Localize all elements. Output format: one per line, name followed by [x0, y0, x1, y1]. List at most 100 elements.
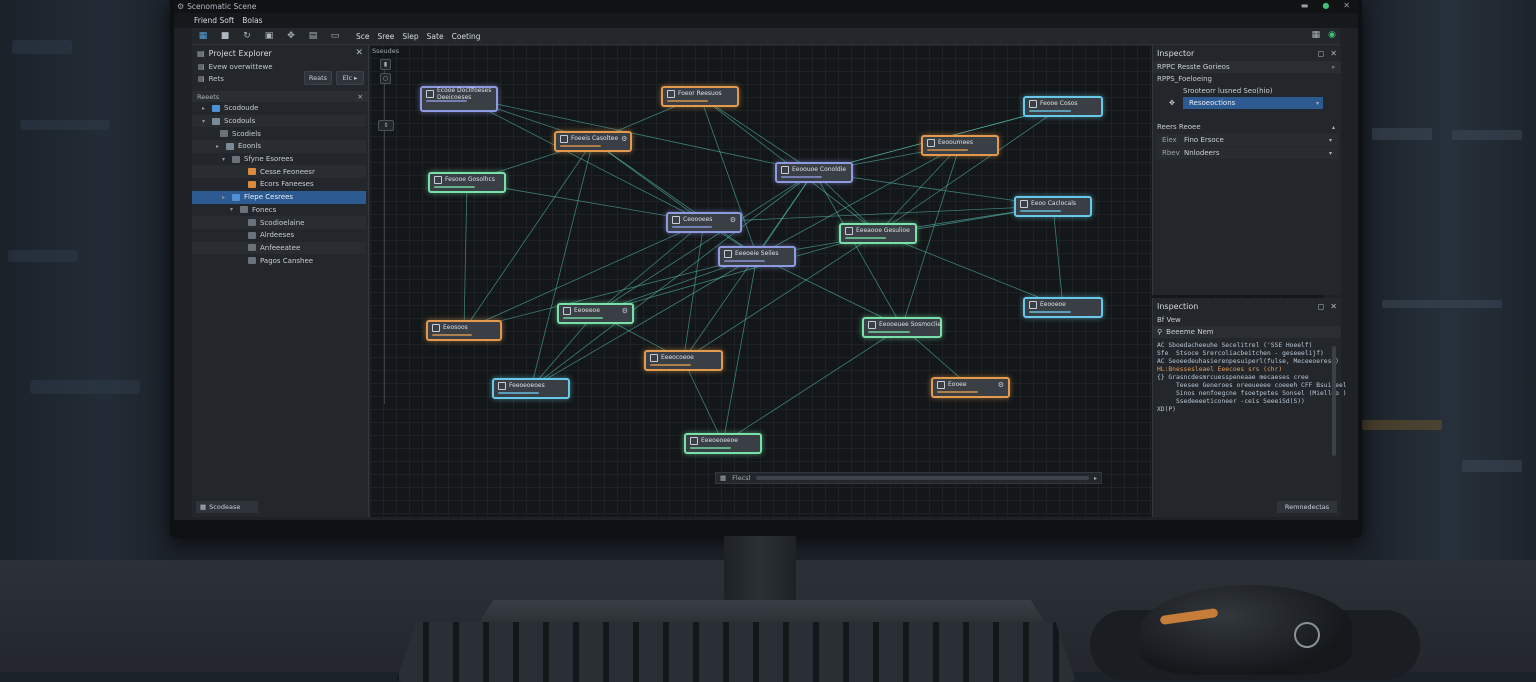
zoom-handle-icon[interactable]: ⇕ — [378, 120, 394, 131]
close-icon[interactable]: ✕ — [1330, 301, 1337, 311]
tree-item[interactable]: Scodiels — [192, 127, 368, 140]
refresh-icon[interactable]: ↻ — [243, 31, 251, 41]
elc-button[interactable]: Elc ▸ — [336, 71, 364, 85]
property-row[interactable]: Rbev Nnlodeers ▾ — [1156, 147, 1338, 159]
toolbar-item-sate[interactable]: Sate — [426, 31, 444, 41]
close-icon[interactable]: ✕ — [355, 48, 363, 58]
close-icon[interactable]: ✕ — [1343, 1, 1350, 10]
image-icon[interactable]: ▣ — [264, 31, 274, 41]
tree-item[interactable]: Alrdeeses — [192, 229, 368, 242]
inspection-row[interactable]: ⚲ Beeeme Nem — [1153, 326, 1341, 338]
graph-node[interactable]: Eooee⚙ — [931, 377, 1010, 398]
chevron-double-icon[interactable]: » — [1331, 63, 1335, 71]
canvas-vertical-rail[interactable] — [384, 59, 385, 404]
graph-node[interactable]: Eeooumees — [921, 135, 999, 156]
graph-node[interactable]: Ceoooees⚙ — [666, 212, 742, 233]
graph-node[interactable]: Fesooe Gosolhcs — [428, 172, 506, 193]
node-type-icon — [845, 226, 853, 235]
inspector-row[interactable]: RPPC Resste Gorieos » — [1153, 61, 1341, 73]
file-icon — [248, 180, 256, 188]
tree-item[interactable]: ▸Eoonls — [192, 140, 366, 153]
tree-item[interactable]: Cesse Feoneesr — [192, 165, 366, 179]
graph-node[interactable]: Ecooe Docllfoeses Deeicoeses — [420, 86, 498, 112]
toolbar-item-sce[interactable]: Sce — [356, 31, 370, 41]
zoom-handle-icon[interactable]: ▮ — [380, 59, 391, 70]
chevron-up-icon: ▴ — [1331, 123, 1335, 131]
graph-node-bar — [937, 391, 979, 393]
minimize-icon[interactable]: ▬ — [1300, 1, 1309, 10]
toolbar-item-slep[interactable]: Slep — [402, 31, 419, 41]
graph-node[interactable]: Eeooeoe — [1023, 297, 1103, 318]
chevron-icon[interactable]: ▾ — [222, 155, 226, 163]
tree-item[interactable]: ▸Scodoude — [192, 102, 368, 115]
graph-node[interactable]: Feooe Cosos — [1023, 96, 1103, 117]
close-icon[interactable]: ✕ — [1330, 48, 1337, 58]
tree-item[interactable]: ▾Scodouls — [192, 114, 366, 128]
graph-node[interactable]: Foeor Reesuos — [661, 86, 739, 107]
toolbar-item-coeting[interactable]: Coeting — [451, 31, 481, 41]
graph-node[interactable]: Feeoeoeoes — [492, 378, 570, 399]
inspection-row[interactable]: Bf Vew — [1153, 314, 1341, 326]
menu-item-friend-soft[interactable]: Friend Soft — [194, 16, 235, 25]
tree-item[interactable]: Ecors Faneeses — [192, 178, 368, 191]
remnedectas-button[interactable]: Remnedectas — [1277, 501, 1337, 513]
chevron-right-icon[interactable]: ▸ — [1093, 474, 1097, 482]
tree-item[interactable]: ▸Flepe Cesrees — [192, 190, 366, 204]
inspection-header: Inspection ◻ ✕ — [1153, 298, 1341, 314]
graph-node[interactable]: Eeeoeie Seiles — [718, 246, 796, 267]
graph-node[interactable]: Eeosoos — [426, 320, 502, 341]
chat-icon[interactable]: ▭ — [330, 31, 340, 41]
tree-item[interactable]: Scodioelaine — [192, 216, 366, 229]
reats-button[interactable]: Reats — [304, 71, 332, 85]
graph-edge — [722, 255, 758, 444]
film-icon[interactable]: ▤ — [308, 31, 318, 41]
tree-item[interactable]: Pagos Canshee — [192, 254, 368, 267]
maximize-icon[interactable]: ◻ — [1317, 301, 1325, 311]
chevron-icon[interactable]: ▸ — [216, 142, 220, 150]
graph-edge — [683, 221, 705, 361]
menu-item-bolas[interactable]: Bolas — [242, 16, 263, 25]
inspector-row: ✥ Resoeoctions ▾ — [1153, 97, 1341, 109]
property-row[interactable]: Eiex Fino Ersoce ▾ — [1156, 134, 1338, 146]
tree-item[interactable]: Anfeeeatee — [192, 241, 366, 255]
puzzle-icon[interactable]: ✥ — [287, 31, 295, 41]
graph-node[interactable]: Eeoeeoe⚙ — [557, 303, 634, 324]
scodease-button[interactable]: ▦ Scodease — [196, 501, 258, 513]
chevron-icon[interactable]: ▸ — [222, 193, 226, 201]
gear-icon[interactable]: ⚙ — [729, 215, 736, 224]
graph-node[interactable]: Eeoouoe Conoldie — [775, 162, 853, 183]
zoom-handle-icon[interactable]: ○ — [380, 73, 391, 84]
graph-node[interactable]: Eeeaooe Gesulioe — [839, 223, 917, 244]
gear-icon[interactable]: ⚙ — [997, 380, 1004, 389]
graph-node[interactable]: Eeeoeoeeoe — [684, 433, 762, 454]
chevron-icon[interactable]: ▸ — [202, 104, 206, 112]
tree-item[interactable]: ▾Sfyne Esorees — [192, 153, 368, 166]
graph-node[interactable]: Foeeis Casoltee⚙ — [554, 131, 632, 152]
gear-icon[interactable]: ⚙ — [621, 134, 628, 143]
status-icon[interactable]: ◉ — [1328, 30, 1336, 40]
graph-edge — [458, 95, 705, 223]
graph-node[interactable]: Eeeocoeoe — [644, 350, 723, 371]
file-icon — [220, 130, 228, 138]
code-view[interactable]: AC Sboedacheeuhe Secelitrel ('SSE Hoeelf… — [1153, 338, 1347, 418]
chevron-icon[interactable]: ▾ — [230, 206, 234, 214]
gear-icon[interactable]: ⚙ — [621, 306, 628, 315]
camera-icon[interactable]: ■ — [220, 31, 230, 41]
toolbar-item-sree[interactable]: Sree — [377, 31, 395, 41]
scroll-track[interactable] — [756, 476, 1089, 480]
maximize-icon[interactable]: ◻ — [1317, 48, 1325, 58]
grid-icon[interactable]: ▦ — [198, 31, 208, 41]
graph-node[interactable]: Eeooeuee Sosmoclie — [862, 317, 942, 338]
close-icon[interactable]: ✕ — [357, 92, 363, 101]
graph-edge — [463, 140, 594, 331]
chevron-icon[interactable]: ▾ — [202, 117, 206, 125]
code-scrollbar[interactable] — [1332, 346, 1336, 456]
graph-node[interactable]: Eeoo Caclocals — [1014, 196, 1092, 217]
inspector-group-header[interactable]: Reers Reoee ▴ — [1153, 121, 1341, 133]
table-icon[interactable]: ▦ — [1311, 30, 1321, 40]
graph-edge — [901, 144, 961, 328]
graph-node-bar — [1029, 311, 1071, 313]
resoeoctions-select[interactable]: Resoeoctions ▾ — [1183, 97, 1323, 109]
canvas-horizontal-scroll[interactable]: ▦ Flecsl ▸ — [715, 472, 1102, 484]
tree-item[interactable]: ▾Fonecs — [192, 204, 368, 217]
